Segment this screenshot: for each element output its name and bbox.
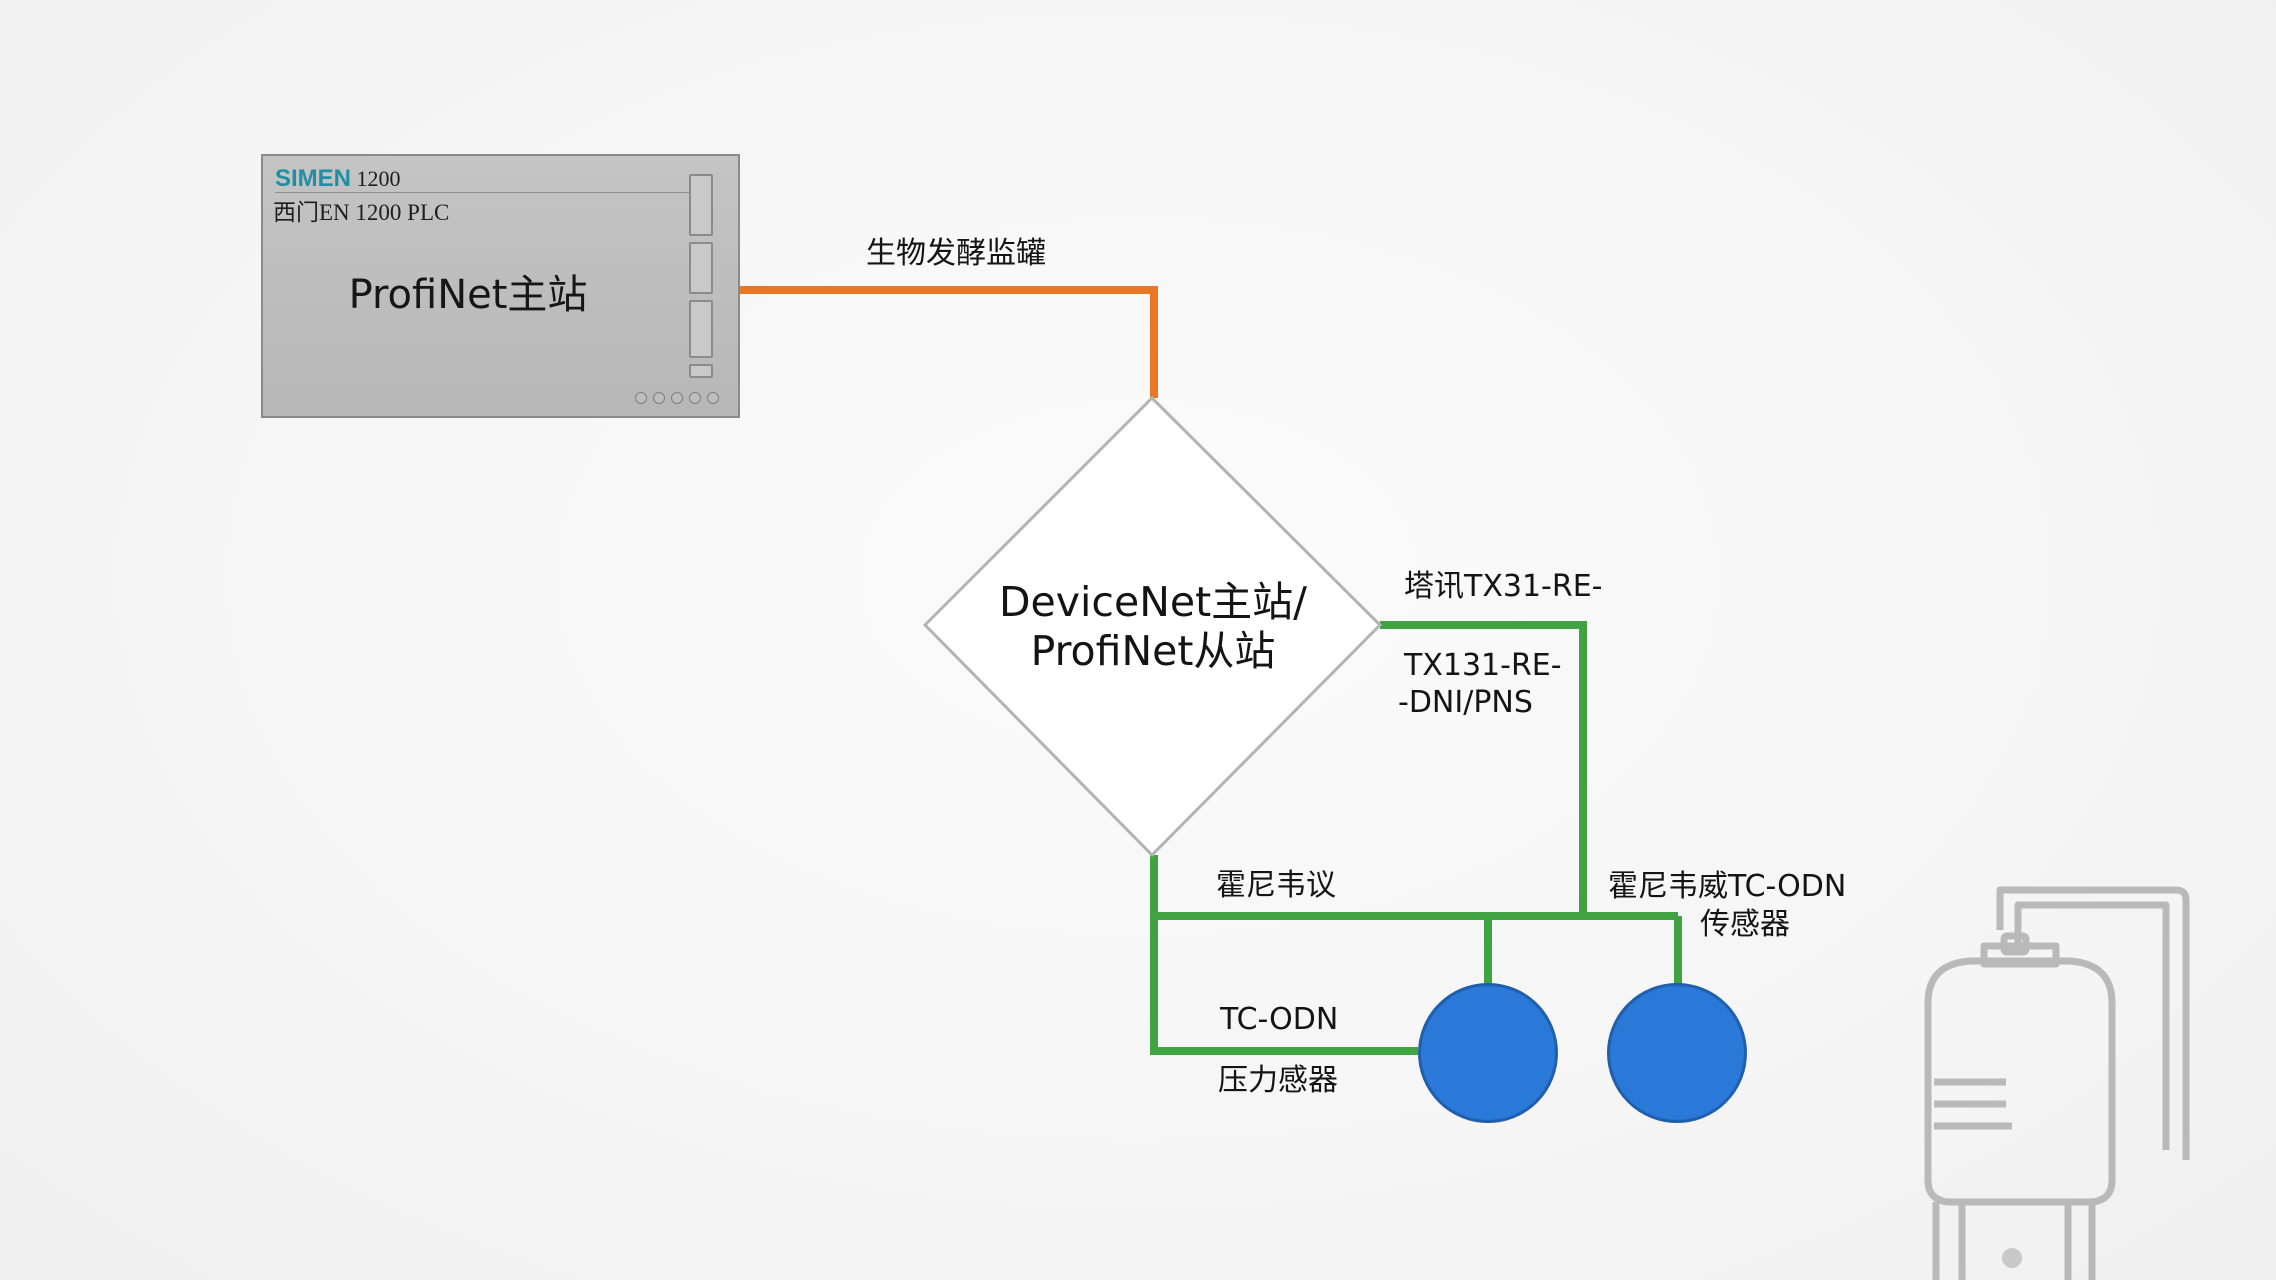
plc-subtitle: 西门EN 1200 PLC bbox=[273, 200, 450, 225]
plc-header: SIMEN 1200 bbox=[275, 162, 401, 196]
sensor2-label-line1: 霍尼韦威TC-ODN bbox=[1608, 869, 1847, 904]
devicenet-wires bbox=[1150, 621, 1682, 1055]
sensor1-label-line1: TC-ODN bbox=[1220, 1002, 1339, 1037]
gateway-label-line2: ProfiNet从站 bbox=[1030, 627, 1276, 675]
plc-led bbox=[635, 392, 647, 404]
gateway-bottom-branch bbox=[1150, 855, 1418, 1055]
profinet-wire bbox=[740, 286, 1158, 398]
profinet-link-label: 生物发酵监罐 bbox=[866, 236, 1046, 271]
plc-divider bbox=[275, 192, 690, 193]
gateway-model-label-b1: TX131-RE- bbox=[1404, 648, 1562, 683]
plc-led bbox=[653, 392, 665, 404]
plc-title: ProfiNet主站 bbox=[348, 272, 588, 318]
gateway-model-label-b2: -DNI/PNS bbox=[1398, 685, 1533, 720]
sensor2-label-line2: 传感器 bbox=[1700, 907, 1790, 942]
gateway-label-line1: DeviceNet主站/ bbox=[998, 578, 1307, 626]
plc-master: SIMEN 1200 西门EN 1200 PLC ProfiNet主站 bbox=[261, 154, 740, 418]
plc-model: 1200 bbox=[356, 166, 401, 191]
plc-slot-4 bbox=[689, 364, 713, 378]
plc-brand: SIMEN bbox=[275, 165, 352, 192]
pressure-sensor-node bbox=[1418, 983, 1558, 1123]
plc-status-leds bbox=[635, 392, 719, 408]
plc-slot-1 bbox=[689, 174, 713, 236]
plc-slot-2 bbox=[689, 242, 713, 294]
plc-slot-3 bbox=[689, 300, 713, 358]
gateway-diamond bbox=[922, 395, 1383, 858]
gateway-model-label-a: 塔讯TX31-RE- bbox=[1404, 569, 1603, 604]
plc-led bbox=[671, 392, 683, 404]
sensor1-label-line2: 压力感器 bbox=[1218, 1063, 1338, 1098]
gateway-right-branch bbox=[1380, 621, 1587, 916]
bus-label: 霍尼韦议 bbox=[1216, 868, 1336, 903]
plc-led bbox=[689, 392, 701, 404]
plc-led bbox=[707, 392, 719, 404]
fermentation-tank-icon bbox=[1924, 886, 2190, 1280]
gateway-label: DeviceNet主站/ ProfiNet从站 bbox=[933, 578, 1373, 676]
tc-odn-sensor-node bbox=[1607, 983, 1747, 1123]
